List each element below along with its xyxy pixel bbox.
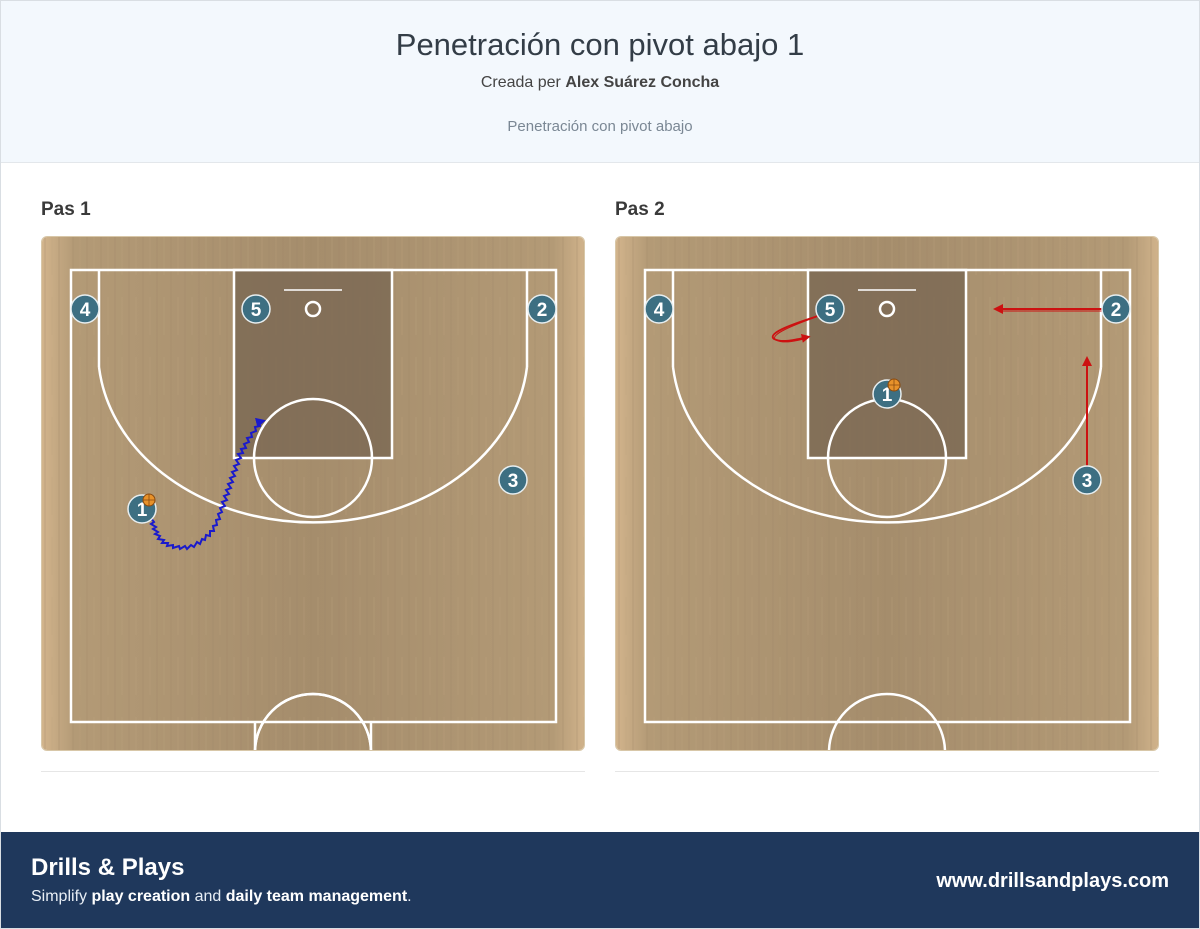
player-2[interactable]: 2 — [1101, 294, 1131, 324]
play-description: Penetración con pivot abajo — [507, 118, 693, 135]
footer-tagline: Simplify play creation and daily team ma… — [31, 888, 412, 905]
basketball-icon — [887, 378, 901, 392]
author-line: Creada per Alex Suárez Concha — [1, 74, 1199, 92]
page-title: Penetración con pivot abajo 1 — [395, 27, 805, 62]
cut-path-player-5 — [771, 315, 819, 343]
player-3[interactable]: 3 — [498, 465, 528, 495]
basketball-icon — [142, 493, 156, 507]
svg-text:4: 4 — [80, 300, 91, 321]
footer-brand: Drills & Plays — [31, 854, 185, 881]
court-diagram-1: 4 5 2 3 1 — [42, 237, 584, 750]
step-1-divider — [41, 771, 585, 772]
step-1-title: Pas 1 — [41, 199, 91, 220]
author-name: Alex Suárez Concha — [565, 74, 720, 91]
svg-text:3: 3 — [1082, 471, 1093, 492]
svg-text:2: 2 — [537, 300, 548, 321]
author-prefix: Creada per — [480, 74, 561, 91]
player-2[interactable]: 2 — [527, 294, 557, 324]
step-2-title: Pas 2 — [615, 199, 665, 220]
svg-text:2: 2 — [1111, 300, 1122, 321]
page-footer: Drills & Plays Simplify play creation an… — [1, 832, 1199, 928]
player-4[interactable]: 4 — [644, 294, 674, 324]
page-header: Penetración con pivot abajo 1 Creada per… — [1, 1, 1199, 163]
svg-text:1: 1 — [137, 500, 148, 521]
svg-text:4: 4 — [654, 300, 665, 321]
court-diagram-2: 4 5 2 3 1 — [616, 237, 1158, 750]
footer-website-link[interactable]: www.drillsandplays.com — [936, 870, 1169, 892]
step-2-divider — [615, 771, 1159, 772]
court-lines — [69, 268, 558, 750]
player-5[interactable]: 5 — [241, 294, 271, 324]
player-3[interactable]: 3 — [1072, 465, 1102, 495]
svg-text:5: 5 — [825, 300, 836, 321]
step-1-court: 4 5 2 3 1 — [41, 236, 585, 751]
step-2-court: 4 5 2 3 1 — [615, 236, 1159, 751]
svg-text:5: 5 — [251, 300, 262, 321]
svg-text:1: 1 — [882, 385, 893, 406]
player-5[interactable]: 5 — [815, 294, 845, 324]
player-4[interactable]: 4 — [70, 294, 100, 324]
dribble-path-player-1 — [149, 417, 266, 551]
svg-text:3: 3 — [508, 471, 519, 492]
